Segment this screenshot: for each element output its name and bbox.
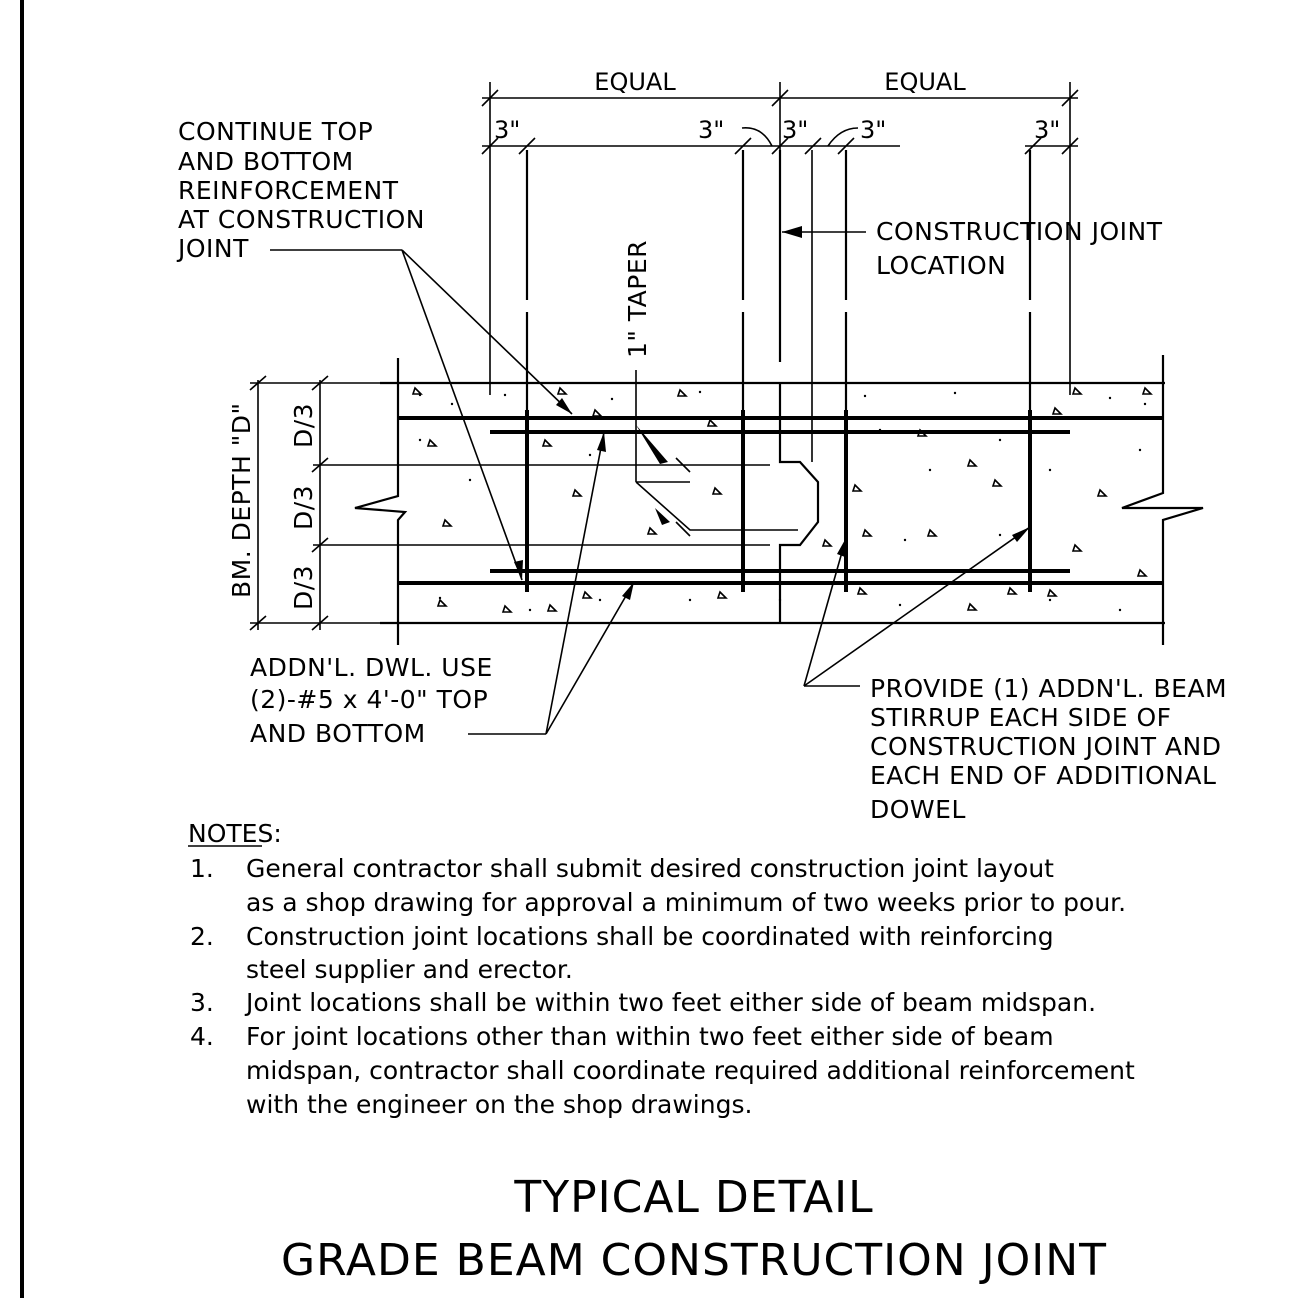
note-4-text: For joint locations other than within tw… [246,1022,1143,1119]
equal-dimension-right: EQUAL [884,68,966,96]
note-4-number: 4. [190,1022,214,1051]
d3-label-middle: D/3 [289,485,318,530]
note-2-text: Construction joint locations shall be co… [246,922,1062,984]
depth-dimensions [249,375,380,631]
provide-stirrup-leaders [803,526,1031,687]
continue-reinforcement-leaders [270,249,573,581]
three-inch-dim-1: 3" [494,116,520,144]
taper-label: 1" TAPER [623,240,652,358]
detail-title-line-2: GRADE BEAM CONSTRUCTION JOINT [281,1235,1107,1286]
dimension-lines [481,82,1079,395]
detail-title-line-1: TYPICAL DETAIL [513,1172,873,1223]
note-1-text: General contractor shall submit desired … [246,854,1126,917]
additional-dowel-leaders [468,431,635,735]
three-inch-dim-5: 3" [1034,116,1060,144]
note-1-number: 1. [190,854,214,883]
grade-beam [313,150,1204,645]
equal-dimension-left: EQUAL [594,68,676,96]
note-2-number: 2. [190,922,214,951]
d3-label-top: D/3 [289,403,318,448]
three-inch-dim-2: 3" [698,116,724,144]
provide-stirrup-label: PROVIDE (1) ADDN'L. BEAM STIRRUP EACH SI… [870,674,1236,824]
beam-depth-label: BM. DEPTH "D" [227,402,256,598]
construction-joint-leader [782,226,866,238]
notes-heading: NOTES: [188,819,282,848]
three-inch-dim-4: 3" [860,116,886,144]
three-inch-dim-3: 3" [782,116,808,144]
additional-dowel-label: ADDN'L. DWL. USE (2)-#5 x 4'-0" TOP AND … [250,653,501,748]
note-3-number: 3. [190,988,214,1017]
note-3-text: Joint locations shall be within two feet… [244,988,1096,1017]
d3-label-bottom: D/3 [289,565,318,610]
continue-reinforcement-label: CONTINUE TOP AND BOTTOM REINFORCEMENT AT… [176,117,433,263]
construction-joint-location-label: CONSTRUCTION JOINT LOCATION [876,217,1171,280]
